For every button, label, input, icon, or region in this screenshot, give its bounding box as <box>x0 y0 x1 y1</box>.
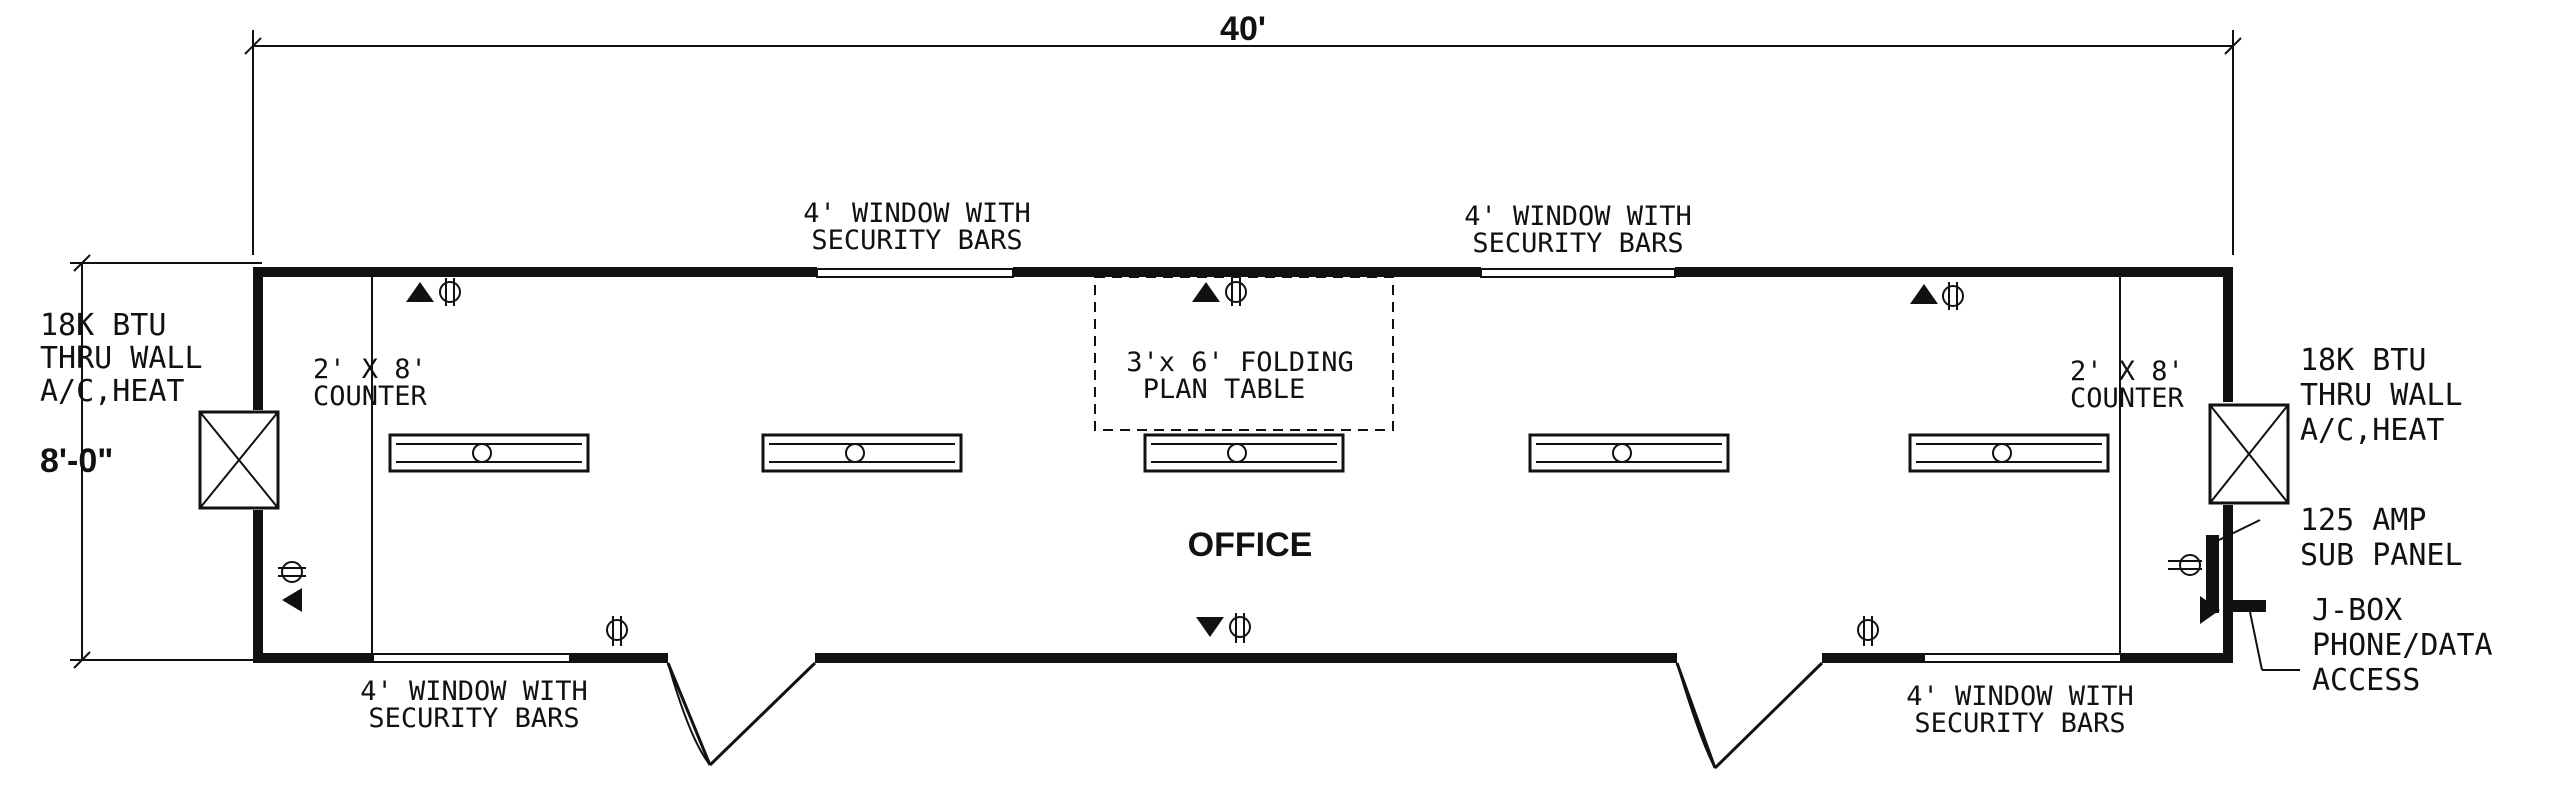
plan-table-outline <box>1094 276 1394 431</box>
counter-left-label: 2' X 8' COUNTER <box>313 354 428 412</box>
light-fixtures <box>388 433 2110 473</box>
door-left <box>666 661 817 767</box>
phone-data-jack-icon <box>1910 284 1938 304</box>
light-fixture-icon <box>761 433 963 473</box>
svg-text:125 AMP: 125 AMP <box>2300 503 2426 538</box>
jbox-label: J-BOX PHONE/DATA ACCESS <box>2312 593 2493 698</box>
svg-text:3'x 6' FOLDING: 3'x 6' FOLDING <box>1126 347 1354 378</box>
duplex-outlet-icon <box>2168 554 2202 576</box>
width-dimension-label: 40' <box>1220 10 1266 48</box>
svg-text:COUNTER: COUNTER <box>313 381 428 412</box>
ac-unit-icon <box>198 410 280 510</box>
height-dimension-label: 8'-0" <box>40 442 113 480</box>
sub-panel <box>2206 519 2261 613</box>
svg-text:4' WINDOW WITH: 4' WINDOW WITH <box>360 676 588 707</box>
duplex-outlet-icon <box>439 278 461 306</box>
svg-text:PHONE/DATA: PHONE/DATA <box>2312 628 2493 663</box>
phone-data-jack-icon <box>282 588 302 612</box>
window-bottom-right <box>1923 653 2122 663</box>
svg-text:4' WINDOW WITH: 4' WINDOW WITH <box>1906 681 2134 712</box>
hvac-right-label: 18K BTU THRU WALL A/C,HEAT <box>2300 343 2463 448</box>
window-top-left-label: 4' WINDOW WITH SECURITY BARS <box>803 198 1031 256</box>
duplex-outlet-icon <box>1229 613 1251 643</box>
light-fixture-icon <box>1143 433 1345 473</box>
door-right <box>1675 661 1824 770</box>
window-top-right-label: 4' WINDOW WITH SECURITY BARS <box>1464 201 1692 259</box>
svg-text:18K BTU: 18K BTU <box>2300 343 2426 378</box>
svg-text:J-BOX: J-BOX <box>2312 593 2402 628</box>
svg-text:ACCESS: ACCESS <box>2312 663 2420 698</box>
svg-text:COUNTER: COUNTER <box>2070 383 2185 414</box>
svg-text:SECURITY BARS: SECURITY BARS <box>811 225 1022 256</box>
duplex-outlet-icon <box>606 616 628 646</box>
svg-text:SECURITY BARS: SECURITY BARS <box>368 703 579 734</box>
hvac-left-label: 18K BTU THRU WALL A/C,HEAT <box>40 308 203 409</box>
light-fixture-icon <box>1908 433 2110 473</box>
light-fixture-icon <box>1528 433 1730 473</box>
width-dimension: 40' <box>244 10 2242 255</box>
window-top-right <box>1480 268 1676 278</box>
phone-data-jack-icon <box>1192 282 1220 302</box>
svg-text:2' X 8': 2' X 8' <box>313 354 427 385</box>
exterior-walls <box>253 267 2233 663</box>
window-top-left <box>816 268 1014 278</box>
svg-text:THRU WALL: THRU WALL <box>2300 378 2463 413</box>
phone-data-jack-icon <box>1196 617 1224 637</box>
room-label: OFFICE <box>1188 526 1313 564</box>
phone-data-jack-icon <box>406 282 434 302</box>
window-bottom-left-label: 4' WINDOW WITH SECURITY BARS <box>360 676 588 734</box>
windows <box>372 268 2122 663</box>
ac-unit-icon <box>2208 403 2290 505</box>
jbox <box>2200 596 2300 671</box>
svg-text:4' WINDOW WITH: 4' WINDOW WITH <box>1464 201 1692 232</box>
duplex-outlet-icon <box>278 561 306 583</box>
window-bottom-left <box>372 653 571 663</box>
svg-text:PLAN TABLE: PLAN TABLE <box>1143 374 1306 405</box>
svg-text:4' WINDOW WITH: 4' WINDOW WITH <box>803 198 1031 229</box>
duplex-outlet-icon <box>1225 278 1247 306</box>
svg-text:A/C,HEAT: A/C,HEAT <box>40 374 185 409</box>
svg-text:A/C,HEAT: A/C,HEAT <box>2300 413 2445 448</box>
svg-text:2' X 8': 2' X 8' <box>2070 356 2184 387</box>
svg-text:SUB PANEL: SUB PANEL <box>2300 538 2463 573</box>
height-dimension: 8'-0" <box>40 254 262 669</box>
duplex-outlet-icon <box>1942 282 1964 310</box>
light-fixture-icon <box>388 433 590 473</box>
duplex-outlet-icon <box>1857 616 1879 646</box>
sub-panel-label: 125 AMP SUB PANEL <box>2300 503 2463 573</box>
svg-text:SECURITY BARS: SECURITY BARS <box>1914 708 2125 739</box>
counter-right-label: 2' X 8' COUNTER <box>2070 356 2185 414</box>
svg-text:THRU WALL: THRU WALL <box>40 341 203 376</box>
window-bottom-right-label: 4' WINDOW WITH SECURITY BARS <box>1906 681 2134 739</box>
svg-text:SECURITY BARS: SECURITY BARS <box>1472 228 1683 259</box>
plan-table-label: 3'x 6' FOLDING PLAN TABLE <box>1126 347 1354 405</box>
svg-text:18K BTU: 18K BTU <box>40 308 166 343</box>
